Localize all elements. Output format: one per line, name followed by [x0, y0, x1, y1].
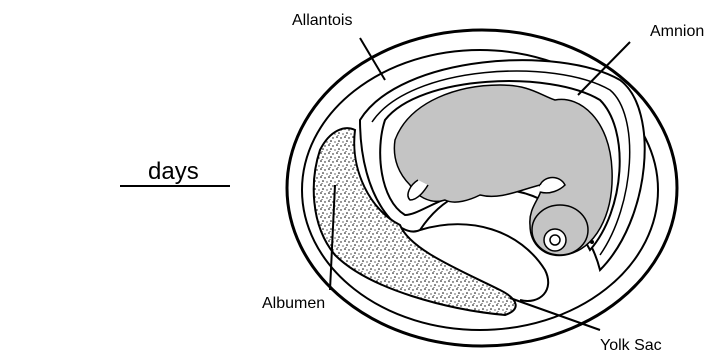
label-yolk-sac: Yolk Sac — [600, 337, 662, 354]
label-albumen: Albumen — [262, 295, 325, 312]
label-amnion: Amnion — [650, 23, 704, 40]
embryo-eye — [544, 229, 566, 251]
label-allantois: Allantois — [292, 12, 352, 29]
